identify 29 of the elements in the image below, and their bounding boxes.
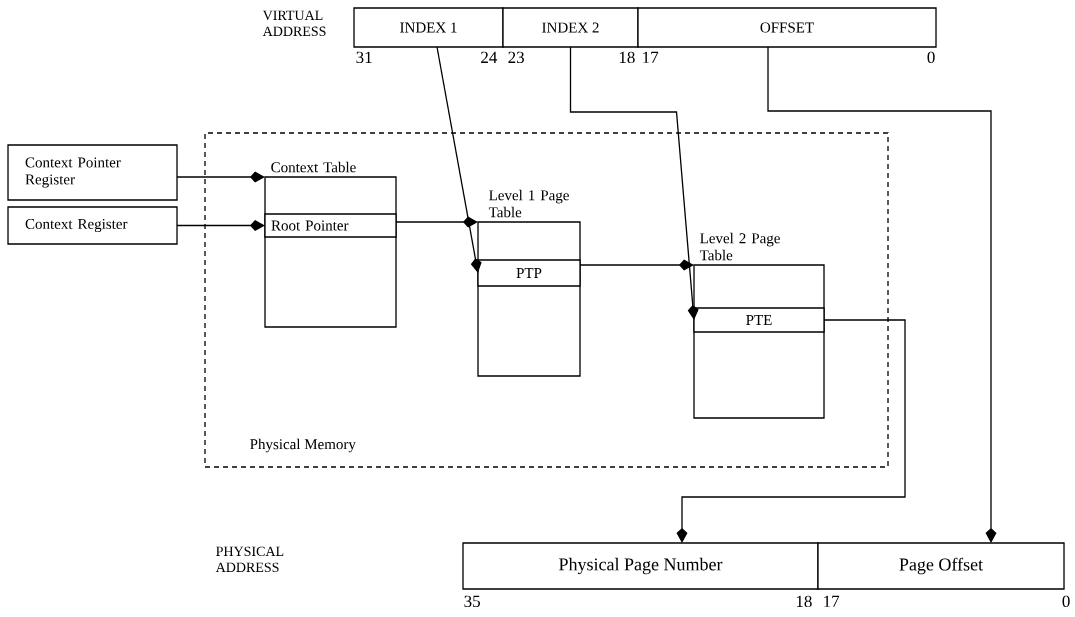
node-label: Level 1 Page Table <box>488 189 569 218</box>
bit-number: 0 <box>1062 595 1070 608</box>
bit-number: 23 <box>508 51 524 64</box>
arrow <box>436 46 482 273</box>
bit-number: 18 <box>796 595 812 608</box>
address-label: PHYSICAL ADDRESS <box>215 546 284 573</box>
bit-number: 18 <box>619 51 635 64</box>
address-label: VIRTUAL ADDRESS <box>262 10 326 37</box>
bit-number: 24 <box>481 51 498 63</box>
register-box: Context Pointer Register <box>7 144 178 201</box>
table-entry: PTP <box>477 259 581 287</box>
arrow <box>176 171 265 183</box>
arrow <box>676 319 906 543</box>
arrow <box>767 46 997 543</box>
bit-number: 17 <box>824 595 840 607</box>
address-field: INDEX 2 <box>502 7 639 48</box>
table-entry: Root Pointer <box>264 213 397 238</box>
address-field: Physical Page Number <box>462 542 819 590</box>
register-box: Context Register <box>7 206 178 245</box>
address-field: Page Offset <box>817 542 1065 590</box>
arrow <box>569 46 699 320</box>
arrow <box>579 259 694 271</box>
arrow <box>176 220 265 231</box>
bit-number: 17 <box>643 51 659 63</box>
table-entry: PTE <box>693 307 825 333</box>
node-label: Context Table <box>271 161 356 173</box>
arrow <box>395 216 478 228</box>
address-field: INDEX 1 <box>353 7 504 48</box>
node-label: Level 2 Page Table <box>699 232 780 261</box>
